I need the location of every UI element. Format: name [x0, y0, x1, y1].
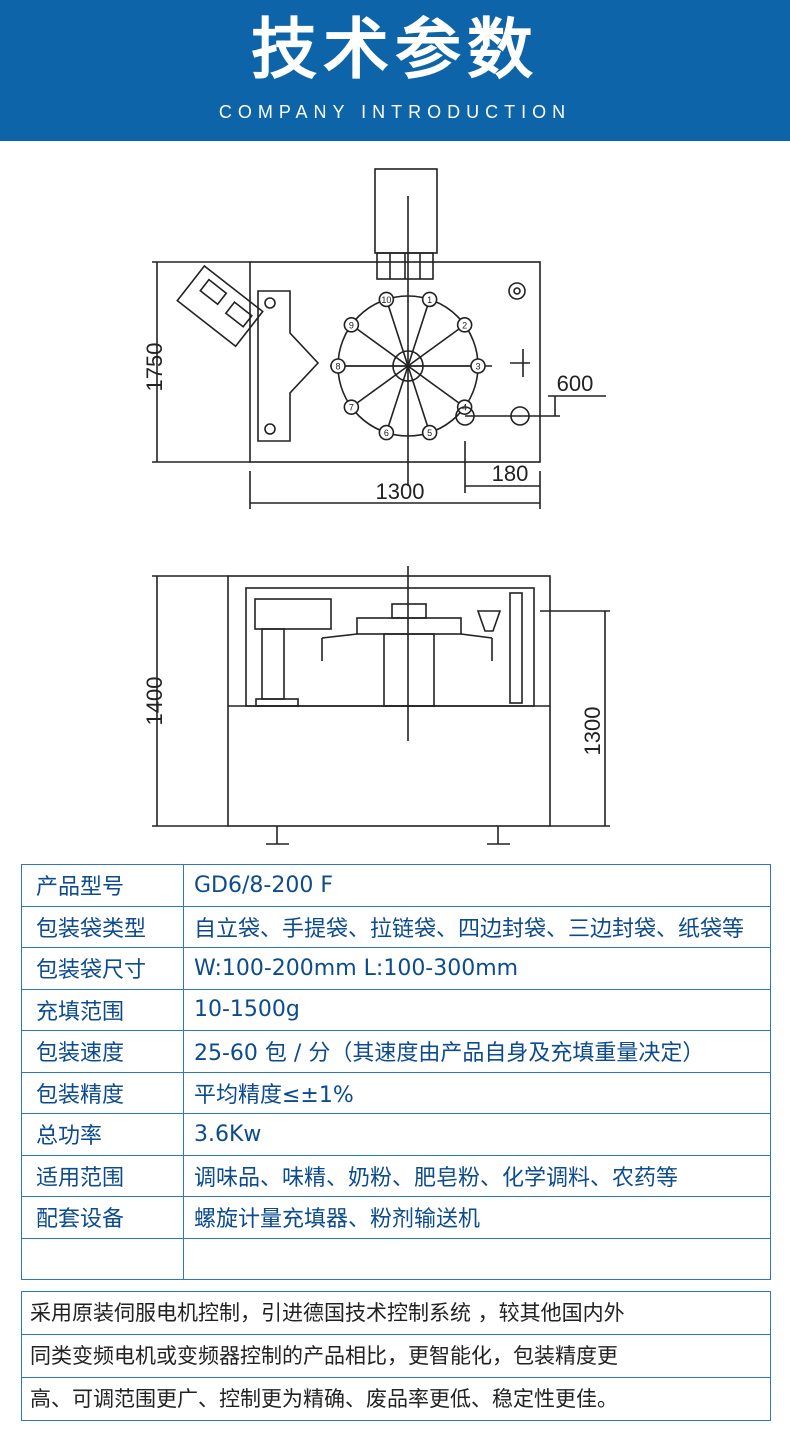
station-circle: [421, 291, 438, 308]
spec-label: 总功率: [21, 1113, 184, 1156]
dim-1300: 1300: [376, 479, 425, 504]
hopper-box: [374, 168, 438, 254]
description-box: 采用原装伺服电机控制，引进德国技术控制系统 ，较其他国内外 同类变频电机或变频器…: [21, 1291, 771, 1421]
spec-label: 包装速度: [21, 1030, 184, 1073]
spec-row: 适用范围调味品、味精、奶粉、肥皂粉、化学调料、农药等: [21, 1154, 771, 1197]
station-number: 10: [381, 295, 391, 305]
section-header: 技术参数 COMPANY INTRODUCTION: [0, 0, 790, 141]
spec-value: 25-60 包 / 分（其速度由产品自身及充填重量决定）: [183, 1030, 771, 1073]
station-number: 6: [384, 428, 389, 438]
spec-value: 螺旋计量充填器、粉剂输送机: [183, 1196, 771, 1239]
description-line: 采用原装伺服电机控制，引进德国技术控制系统 ，较其他国内外: [22, 1291, 770, 1334]
section-subtitle: COMPANY INTRODUCTION: [218, 102, 572, 122]
station-circle: [343, 317, 360, 333]
frame-outline: [249, 261, 541, 463]
front-view: 1400 1300: [142, 566, 610, 845]
dim-1750: 1750: [142, 343, 167, 392]
spec-value: 10-1500g: [183, 988, 771, 1031]
spec-label: 充填范围: [21, 988, 184, 1031]
station-number: 8: [335, 362, 340, 372]
spec-label: 包装精度: [21, 1071, 184, 1114]
spec-row: 包装袋类型自立袋、手提袋、拉链袋、四边封袋、三边封袋、纸袋等: [21, 905, 771, 948]
station-number: 9: [349, 320, 354, 330]
spec-value: 自立袋、手提袋、拉链袋、四边封袋、三边封袋、纸袋等: [183, 905, 771, 948]
dim-1400: 1400: [142, 677, 167, 726]
station-circle: [456, 317, 473, 333]
station-number: 5: [427, 428, 432, 438]
description-line: 同类变频电机或变频器控制的产品相比，更智能化，包装精度更: [22, 1334, 770, 1377]
station-number: 3: [475, 362, 480, 372]
front-frame: [227, 575, 551, 827]
spec-row: [21, 1237, 771, 1280]
spec-value: 平均精度≤±1%: [183, 1071, 771, 1114]
station-number: 7: [349, 403, 354, 413]
station-circle: [470, 358, 486, 374]
spec-row: 包装精度平均精度≤±1%: [21, 1071, 771, 1114]
dim-600: 600: [557, 371, 594, 396]
bracket-plate: [257, 290, 320, 442]
spec-label: 包装袋类型: [21, 905, 184, 948]
station-number: 1: [427, 295, 432, 305]
bag-magazine: [176, 264, 264, 348]
spec-label: [21, 1237, 184, 1280]
station-number: 2: [462, 320, 467, 330]
dim-1300-height: 1300: [580, 707, 605, 756]
spec-label: 配套设备: [21, 1196, 184, 1239]
spec-label: 适用范围: [21, 1154, 184, 1197]
spec-label: 包装袋尺寸: [21, 947, 184, 990]
spec-value: W:100-200mm L:100-300mm: [183, 947, 771, 990]
dim-180: 180: [492, 461, 529, 486]
spec-value: [183, 1237, 771, 1280]
station-circle: [378, 291, 395, 308]
description-line: 高、可调范围更广、控制更为精确、废品率更低、稳定性更佳。: [22, 1377, 770, 1420]
spec-row: 配套设备螺旋计量充填器、粉剂输送机: [21, 1196, 771, 1239]
station-circle: [378, 424, 395, 441]
spec-value: GD6/8-200 F: [183, 864, 771, 907]
station-circle: [330, 358, 346, 374]
spec-value: 调味品、味精、奶粉、肥皂粉、化学调料、农药等: [183, 1154, 771, 1197]
spec-value: 3.6Kw: [183, 1113, 771, 1156]
section-title: 技术参数: [251, 11, 539, 88]
station-circle: [421, 424, 438, 441]
spec-label: 产品型号: [21, 864, 184, 907]
station-circle: [343, 399, 360, 415]
